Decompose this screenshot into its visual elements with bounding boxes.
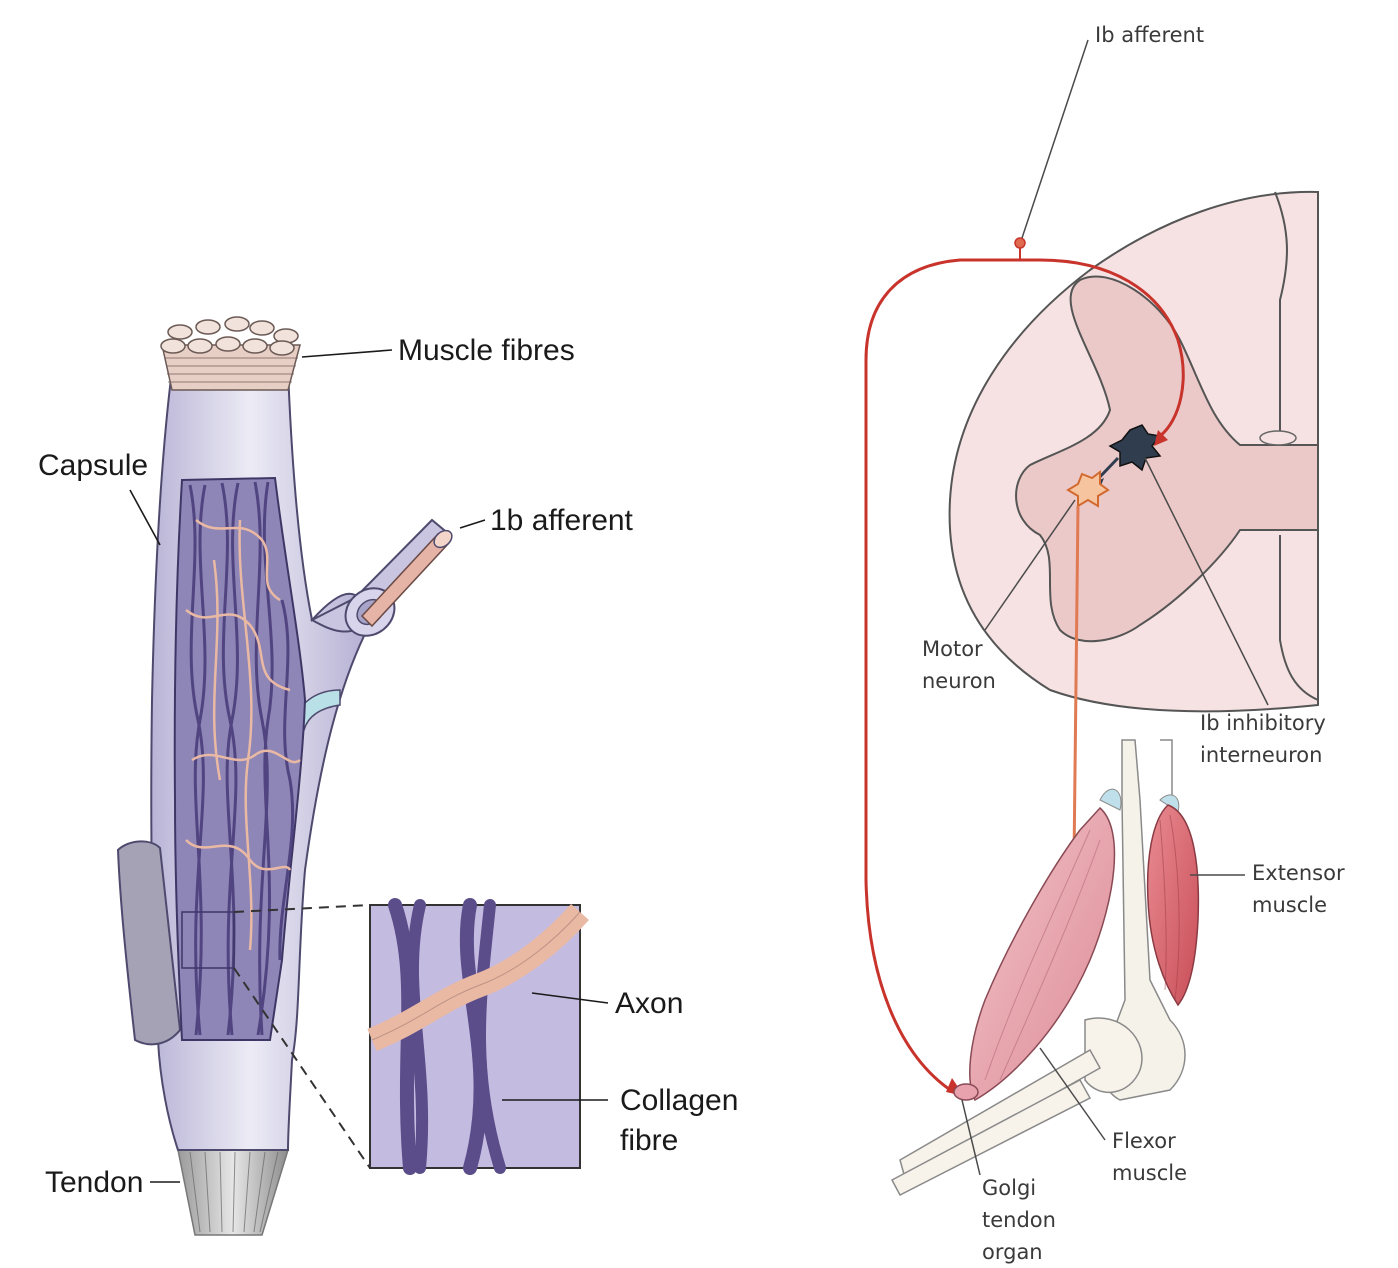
label-ib-afferent: Ib afferent	[1095, 23, 1204, 47]
zoom-inset	[233, 898, 589, 1175]
label-muscle-fibres: Muscle fibres	[398, 334, 575, 367]
limb	[890, 739, 1200, 1197]
collagen-mesh	[173, 476, 307, 1041]
afferent-branch	[295, 518, 453, 732]
muscle-fibres-bundle	[160, 316, 301, 391]
label-extensor-line2: muscle	[1252, 893, 1327, 917]
right-panel: Ib afferent Motor neuron Ib inhibitory i…	[864, 23, 1345, 1264]
afferent-ganglion	[1014, 237, 1026, 249]
label-motor-line1: Motor	[922, 637, 983, 661]
label-motor-line2: neuron	[922, 669, 996, 693]
flexor-muscle	[969, 806, 1116, 1102]
label-golgi-line3: organ	[982, 1240, 1043, 1264]
label-capsule: Capsule	[38, 449, 148, 482]
label-axon: Axon	[615, 987, 683, 1020]
grey-matter	[1015, 275, 1319, 643]
left-leader-lines	[129, 349, 609, 1183]
label-golgi-line1: Golgi	[982, 1176, 1036, 1200]
label-tendon: Tendon	[45, 1166, 143, 1199]
tendon	[177, 1149, 290, 1236]
label-flexor-line2: muscle	[1112, 1161, 1187, 1185]
label-golgi-line2: tendon	[982, 1208, 1056, 1232]
right-leader-lines	[961, 39, 1269, 1176]
label-extensor-line1: Extensor	[1252, 861, 1345, 885]
label-flexor-line1: Flexor	[1112, 1129, 1176, 1153]
golgi-tendon-organ	[953, 1083, 979, 1101]
label-inhib-line1: Ib inhibitory	[1200, 711, 1326, 735]
extensor-muscle	[1146, 804, 1200, 1007]
label-1b-afferent: 1b afferent	[490, 504, 634, 537]
capsule-flap	[116, 840, 182, 1046]
central-canal	[1259, 430, 1297, 446]
label-inhib-line2: interneuron	[1200, 743, 1322, 767]
label-collagen-line1: Collagen	[620, 1084, 738, 1117]
motor-neuron	[1066, 470, 1110, 508]
left-panel: Muscle fibres Capsule 1b afferent Axon C…	[38, 316, 738, 1236]
label-collagen-line2: fibre	[620, 1124, 678, 1157]
